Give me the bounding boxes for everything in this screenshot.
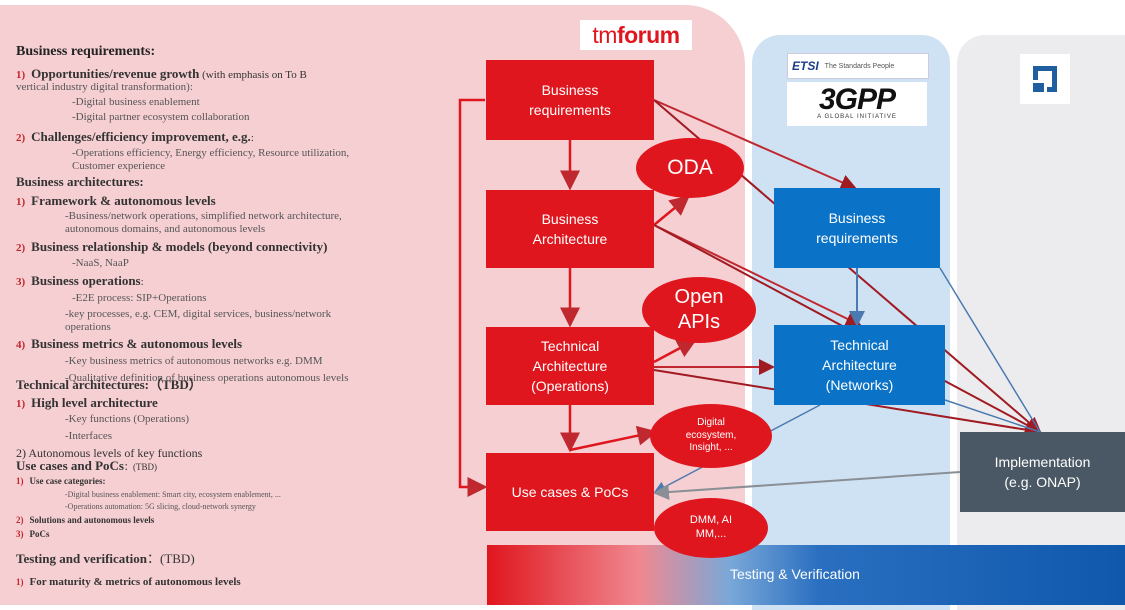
3gpp-logo: 3GPP A GLOBAL INITIATIVE	[787, 82, 927, 126]
implementation-box: Implementation (e.g. ONAP)	[960, 432, 1125, 512]
business-architectures-item-4: 4)Business metrics & autonomous levels	[16, 336, 243, 351]
use-cases-item-1: 1)Use case categories:	[16, 476, 106, 486]
technical-architectures-heading: Technical architectures:（TBD）	[16, 377, 202, 392]
onap-square-icon	[1020, 54, 1070, 104]
list-item: -Qualitative definition of business oper…	[65, 372, 349, 384]
list-item: -Operations automation: 5G slicing, clou…	[65, 502, 256, 511]
list-item: -Business/network operations, simplified…	[65, 210, 342, 222]
list-item: -Digital business enablement: Smart city…	[65, 490, 281, 499]
business-requirements-heading: Business requirements:	[16, 44, 156, 59]
list-item: -NaaS, NaaP	[72, 257, 129, 269]
oda-ellipse: ODA	[636, 138, 744, 198]
business-architectures-item-1: 1)Framework & autonomous levels	[16, 193, 216, 208]
list-item: -Key business metrics of autonomous netw…	[65, 355, 323, 367]
tmforum-business-requirements-box: Business requirements	[486, 60, 654, 140]
tmforum-business-architecture-box: Business Architecture	[486, 190, 654, 268]
digital-ecosystem-ellipse: Digital ecosystem, Insight, ...	[650, 404, 772, 468]
use-cases-item-3: 3)PoCs	[16, 529, 50, 539]
list-item: autonomous domains, and autonomous level…	[65, 223, 266, 235]
list-item: -Interfaces	[65, 430, 113, 442]
3gpp-logo-tagline: A GLOBAL INITIATIVE	[817, 114, 897, 120]
list-item: operations	[65, 321, 111, 333]
dmm-ellipse: DMM, AI MM,...	[654, 498, 768, 558]
use-cases-item-2: 2)Solutions and autonomous levels	[16, 515, 155, 525]
technical-architectures-item-2: 2) Autonomous levels of key functions	[16, 446, 203, 460]
testing-verification-bar	[487, 545, 1125, 605]
testing-item-1: 1)For maturity & metrics of autonomous l…	[16, 576, 241, 588]
etsi-logo: ETSI The Standards People	[787, 53, 929, 79]
open-apis-ellipse: Open APIs	[642, 277, 756, 343]
list-item: -Key functions (Operations)	[65, 413, 190, 425]
business-architectures-item-3: 3)Business operations:	[16, 273, 144, 288]
tmforum-logo: tmforum	[580, 20, 692, 50]
etsi-logo-tagline: The Standards People	[824, 62, 895, 70]
business-requirements-item-1-cont: vertical industry digital transformation…	[16, 81, 193, 93]
3gpp-logo-mark: 3GPP	[818, 83, 896, 116]
tmforum-technical-architecture-box: Technical Architecture (Operations)	[486, 327, 654, 405]
etsi-technical-architecture-box: Technical Architecture (Networks)	[774, 325, 945, 405]
list-item: -Digital partner ecosystem collaboration	[72, 111, 250, 123]
list-item: -E2E process: SIP+Operations	[72, 292, 207, 304]
list-item: -Operations efficiency, Energy efficienc…	[72, 147, 350, 159]
list-item: Customer experience	[72, 160, 166, 172]
business-architectures-heading: Business architectures:	[16, 174, 144, 189]
onap-panel	[957, 35, 1125, 610]
testing-verification-label: Testing & Verification	[730, 566, 860, 582]
use-cases-heading: Use cases and PoCs：(TBD)	[16, 458, 157, 473]
technical-architectures-item-1: 1)High level architecture	[16, 395, 158, 410]
business-requirements-item-1: 1)Opportunities/revenue growth (with emp…	[16, 66, 307, 81]
etsi-logo-mark: ETSI	[792, 59, 819, 73]
list-item: -key processes, e.g. CEM, digital servic…	[65, 308, 332, 320]
list-item: -Digital business enablement	[72, 96, 200, 108]
business-requirements-item-2: 2)Challenges/efficiency improvement, e.g…	[16, 129, 254, 144]
etsi-business-requirements-box: Business requirements	[774, 188, 940, 268]
tmforum-use-cases-box: Use cases & PoCs	[486, 453, 654, 531]
testing-heading: Testing and verification：(TBD)	[16, 551, 195, 566]
business-architectures-item-2: 2)Business relationship & models (beyond…	[16, 239, 328, 254]
